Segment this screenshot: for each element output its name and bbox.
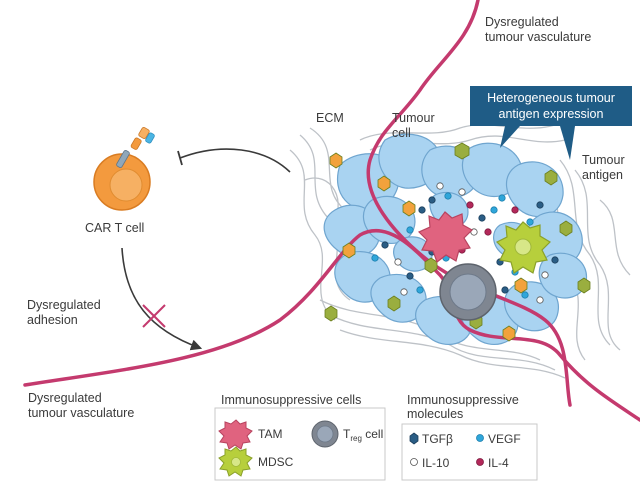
vegf-dot xyxy=(444,192,452,200)
antigen-hexagon xyxy=(424,257,438,274)
il4-legend-icon xyxy=(476,458,484,466)
legend-treg: Treg cell xyxy=(343,427,383,443)
treg-legend-nucleus xyxy=(316,425,334,443)
treg-nucleus xyxy=(449,273,487,311)
blocked-cross-icon xyxy=(142,304,166,328)
car-t-nucleus xyxy=(109,168,143,202)
callout-pointer xyxy=(560,126,575,160)
label-vasculature-top-2: tumour vasculature xyxy=(485,30,591,44)
legend-molecules: Immunosuppressive molecules TGFβ VEGF IL… xyxy=(401,393,538,481)
legend-vegf: VEGF xyxy=(488,432,521,446)
legend-il10: IL-10 xyxy=(422,456,450,470)
antigen-hexagon xyxy=(454,142,470,160)
vegf-legend-icon xyxy=(476,434,484,442)
label-adhesion-1: Dysregulated xyxy=(27,298,101,312)
il4-dot xyxy=(511,206,519,214)
il10-dot xyxy=(400,288,408,296)
mdsc-legend-nucleus xyxy=(231,457,241,467)
tgfb-dot xyxy=(551,256,559,264)
antigen-hexagon xyxy=(544,169,558,186)
callout-line-2: antigen expression xyxy=(499,107,604,121)
tumour-antigens xyxy=(324,142,591,342)
legend-tam: TAM xyxy=(258,427,282,441)
car-receptor-icon xyxy=(116,127,155,168)
tgfb-dot xyxy=(406,272,414,280)
antigen-hexagon xyxy=(577,277,591,294)
il10-dot xyxy=(394,258,402,266)
antigen-hexagon xyxy=(324,305,338,322)
inhibition-bar xyxy=(177,150,183,166)
il10-legend-icon xyxy=(410,458,418,466)
tam-cell xyxy=(417,211,473,263)
vegf-dot xyxy=(498,194,506,202)
antigen-callout-box xyxy=(470,86,632,126)
antigen-hexagon xyxy=(377,175,391,192)
tgfb-dot xyxy=(478,214,486,222)
label-tumour-antigen-1: Tumour xyxy=(582,153,625,167)
antigen-hexagon xyxy=(342,242,356,259)
inhibition-arrow xyxy=(179,148,291,173)
label-ecm: ECM xyxy=(316,111,344,125)
mdsc-nucleus xyxy=(514,238,532,256)
vegf-dot xyxy=(521,291,529,299)
legend-molecules-title-1: Immunosuppressive xyxy=(407,393,519,407)
label-vasculature-bottom-2: tumour vasculature xyxy=(28,406,134,420)
label-adhesion-2: adhesion xyxy=(27,313,78,327)
antigen-hexagon xyxy=(402,200,416,217)
callout-line-1: Heterogeneous tumour xyxy=(487,91,615,105)
migration-arrow xyxy=(121,247,203,351)
tgfb-dot xyxy=(381,241,389,249)
vegf-dot xyxy=(526,218,534,226)
tgfb-dot xyxy=(428,196,436,204)
legend-molecules-title-2: molecules xyxy=(407,407,463,421)
label-tumour-cell-1: Tumour xyxy=(392,111,435,125)
callout-pointer xyxy=(500,126,520,148)
antigen-hexagon xyxy=(387,295,401,312)
antigen-hexagon xyxy=(502,325,516,342)
label-vasculature-bottom-1: Dysregulated xyxy=(28,391,102,405)
tam-legend-icon xyxy=(218,419,253,450)
vegf-dot xyxy=(490,206,498,214)
legend-tgfb: TGFβ xyxy=(422,432,453,446)
tgfb-legend-icon xyxy=(409,432,419,445)
il4-dot xyxy=(484,228,492,236)
antigen-hexagon xyxy=(559,220,573,237)
il10-dot xyxy=(436,182,444,190)
legend-cells-title: Immunosuppressive cells xyxy=(221,393,361,407)
tgfb-dot xyxy=(501,286,509,294)
legend-cells: Immunosuppressive cells TAM MDSC Treg ce… xyxy=(214,393,386,481)
legend-mdsc: MDSC xyxy=(258,455,294,469)
vegf-dot xyxy=(371,254,379,262)
il10-dot xyxy=(458,188,466,196)
antigen-hexagon xyxy=(514,277,528,294)
tumour-vasculature-top xyxy=(366,0,572,407)
vegf-dot xyxy=(406,226,414,234)
tumour-vasculature-bottom xyxy=(23,228,640,422)
label-car-t-cell: CAR T cell xyxy=(85,221,144,235)
antigen-hexagon xyxy=(329,152,343,169)
legend-molecules-box xyxy=(401,423,538,481)
label-tumour-antigen-2: antigen xyxy=(582,168,623,182)
il10-dot xyxy=(541,271,549,279)
tgfb-dot xyxy=(536,201,544,209)
il4-dot xyxy=(466,201,474,209)
vegf-dot xyxy=(416,286,424,294)
legend-il4: IL-4 xyxy=(488,456,509,470)
il10-dot xyxy=(536,296,544,304)
label-tumour-cell-2: cell xyxy=(392,126,411,140)
label-vasculature-top-1: Dysregulated xyxy=(485,15,559,29)
tgfb-dot xyxy=(418,206,426,214)
